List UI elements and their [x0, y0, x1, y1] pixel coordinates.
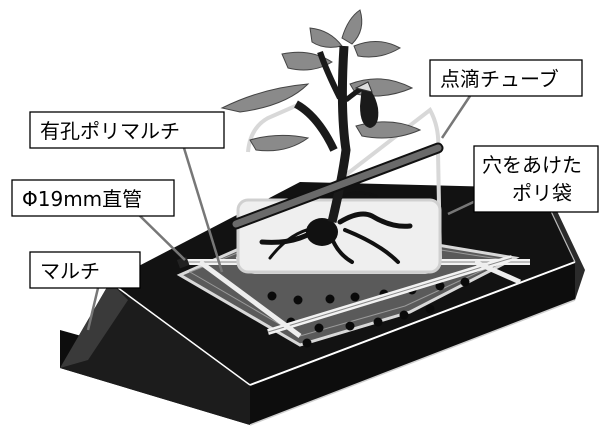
label-straight-pipe: Φ19mm直管 [11, 179, 175, 217]
mulch-hole [435, 281, 445, 291]
bed-edge-line [109, 281, 251, 386]
drip-tube [230, 142, 444, 230]
mulch-hole [373, 317, 383, 327]
eggplant-fruit [360, 86, 379, 128]
straight-pipe-end [176, 256, 190, 269]
mulch-hole [399, 310, 409, 320]
leader-lines [86, 95, 483, 331]
mulch-hole [350, 292, 360, 302]
branch-stem [293, 100, 338, 152]
branch-stem [317, 51, 343, 100]
label-drip-tube: 点滴チューブ [429, 59, 583, 97]
mulch-hole [267, 291, 277, 301]
leaf [249, 134, 310, 152]
mulch-hole [314, 323, 324, 333]
bed-edge-line [249, 261, 576, 386]
straight-pipe [473, 259, 522, 285]
label-perforated-mulch: 有孔ポリマルチ [29, 111, 225, 149]
leaf [341, 9, 363, 45]
leaf [220, 83, 310, 113]
straight-pipe [198, 259, 302, 339]
label-mulch: マルチ [29, 251, 141, 289]
bed-left-flap [60, 282, 128, 368]
mulch-hole [302, 338, 312, 348]
label-perforated-mulch-text: 有孔ポリマルチ [40, 119, 180, 143]
label-drip-tube-text: 点滴チューブ [440, 67, 559, 91]
bed-edge-line [249, 299, 576, 426]
mulch-hole [325, 294, 335, 304]
plant-roots [259, 191, 413, 264]
label-holed-bag: 穴をあけた ポリ袋 [473, 145, 599, 213]
leader-straight-pipe [137, 213, 186, 261]
leader-drip-tube [440, 95, 472, 139]
main-stem [327, 45, 351, 224]
leader-perforated-mulch [182, 147, 224, 273]
eggplant-plant [220, 9, 422, 224]
label-holed-bag-text-2: ポリ袋 [512, 181, 572, 205]
label-straight-pipe-text: Φ19mm直管 [22, 187, 142, 211]
leaf [309, 27, 343, 48]
eggplant-calyx [354, 81, 373, 93]
leader-mulch [86, 287, 100, 331]
label-mulch-text: マルチ [40, 259, 100, 283]
straight-pipe [267, 257, 513, 333]
mulch-hole [293, 295, 303, 305]
mulch-hole [460, 277, 470, 287]
mulch-hole [345, 321, 355, 331]
label-holed-bag-text-1: 穴をあけた [482, 153, 582, 177]
leaf [353, 41, 402, 58]
mulch-hole [425, 304, 435, 314]
